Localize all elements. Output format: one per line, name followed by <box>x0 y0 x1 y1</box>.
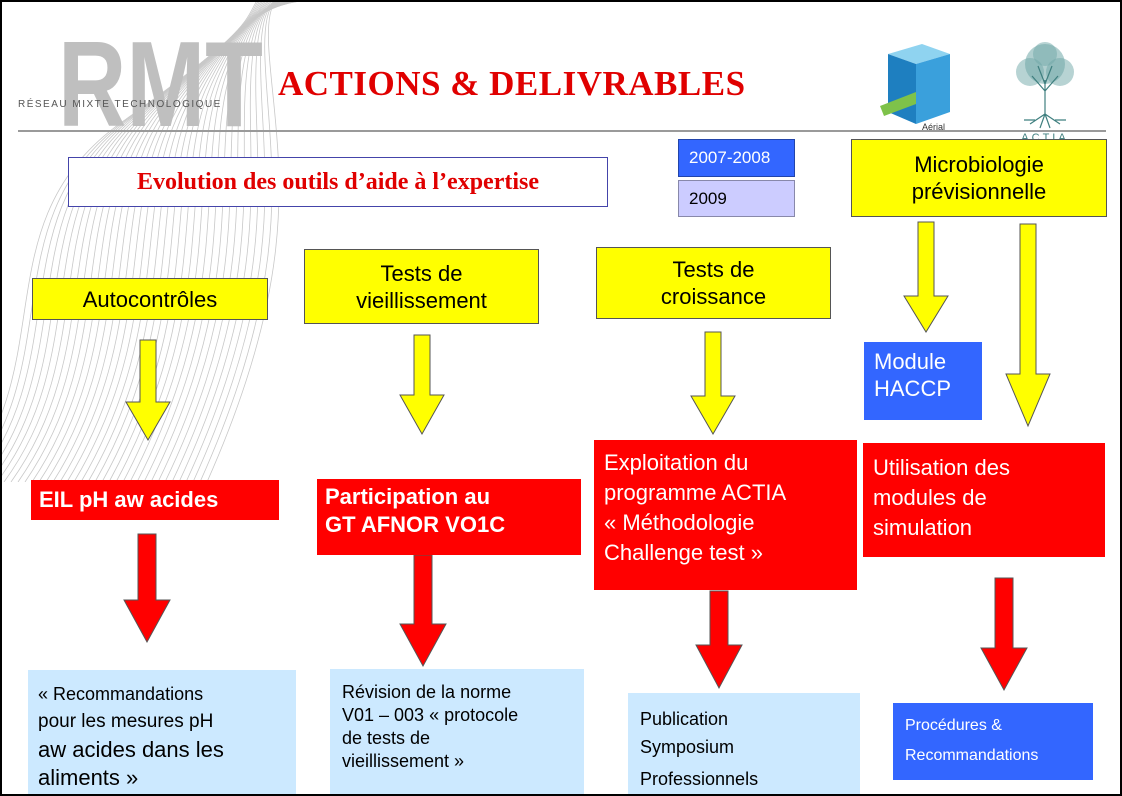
section-subtitle: Evolution des outils d’aide à l’expertis… <box>68 157 608 207</box>
publication-line-2: Symposium <box>640 737 735 757</box>
legend-2007-2008-label: 2007-2008 <box>689 148 771 167</box>
yellow-arrow-1 <box>125 339 171 441</box>
utilisation-line-2: modules de <box>873 485 987 510</box>
procedures-box: Procédures & Recommandations <box>893 703 1093 780</box>
recommandations-line-4: aliments » <box>38 765 139 790</box>
participation-gt-box: Participation au GT AFNOR VO1C <box>317 479 581 555</box>
exploitation-line-2: programme ACTIA <box>604 480 787 505</box>
rmt-logo: RMT <box>58 30 263 130</box>
red-arrow-1 <box>123 533 171 644</box>
utilisation-line-3: simulation <box>873 515 973 540</box>
module-haccp-line-2: HACCP <box>874 376 952 401</box>
yellow-arrow-4 <box>903 221 949 333</box>
module-haccp-line-1: Module <box>874 349 947 374</box>
recommandations-line-3: aw acides dans les <box>38 737 224 762</box>
participation-line-2: GT AFNOR VO1C <box>325 512 506 537</box>
yellow-arrow-2 <box>399 334 445 436</box>
rmt-logo-text: RMT <box>58 30 263 130</box>
yellow-arrow-3 <box>690 331 736 435</box>
red-arrow-4 <box>980 577 1028 692</box>
aerial-logo: Aérial <box>880 44 950 132</box>
participation-line-1: Participation au <box>325 484 491 509</box>
revision-norme-box: Révision de la norme V01 – 003 « protoco… <box>330 669 584 794</box>
exploitation-line-3: « Méthodologie <box>604 510 755 535</box>
exploitation-box: Exploitation du programme ACTIA « Méthod… <box>594 440 857 590</box>
publication-line-3: Professionnels <box>640 769 759 789</box>
red-arrow-2 <box>399 554 447 668</box>
utilisation-line-1: Utilisation des <box>873 455 1010 480</box>
exploitation-line-4: Challenge test » <box>604 540 763 565</box>
revision-line-3: de tests de <box>342 728 431 748</box>
publication-box: Publication Symposium Professionnels <box>628 693 860 794</box>
actia-tree-logo: ACTIA <box>1016 42 1074 144</box>
exploitation-line-1: Exploitation du <box>604 450 749 475</box>
procedures-line-2: Recommandations <box>905 747 1039 764</box>
tests-vieillissement-line-1: Tests de <box>380 260 463 286</box>
autocontroles-box: Autocontrôles <box>32 278 268 320</box>
publication-line-1: Publication <box>640 709 729 729</box>
tests-croissance-line-2: croissance <box>660 284 767 309</box>
procedures-line-1: Procédures & <box>905 717 1002 734</box>
tests-croissance-box: Tests de croissance <box>596 247 831 319</box>
revision-line-2: V01 – 003 « protocole <box>342 705 519 725</box>
recommandations-box: « Recommandations pour les mesures pH aw… <box>28 670 296 794</box>
yellow-arrow-5 <box>1005 223 1051 428</box>
microbiologie-line-1: Microbiologie <box>914 152 1044 177</box>
recommandations-line-1: « Recommandations <box>38 684 204 704</box>
svg-text:Aérial: Aérial <box>922 122 945 132</box>
legend-2009: 2009 <box>678 180 795 217</box>
microbiologie-box: Microbiologie prévisionnelle <box>851 139 1107 217</box>
utilisation-modules-box: Utilisation des modules de simulation <box>863 443 1105 557</box>
tests-vieillissement-box: Tests de vieillissement <box>304 249 539 324</box>
page-title: ACTIONS & DELIVRABLES <box>278 64 746 103</box>
revision-line-1: Révision de la norme <box>342 682 512 702</box>
module-haccp-box: Module HACCP <box>864 342 982 420</box>
legend-2009-label: 2009 <box>689 188 727 208</box>
recommandations-line-2: pour les mesures pH <box>38 711 214 732</box>
tests-croissance-line-1: Tests de <box>672 257 755 282</box>
eil-ph-box: EIL pH aw acides <box>31 480 279 520</box>
microbiologie-line-2: prévisionnelle <box>911 179 1047 204</box>
header-divider <box>18 130 1106 132</box>
rmt-logo-subtitle: RÉSEAU MIXTE TECHNOLOGIQUE <box>18 99 222 110</box>
legend-2007-2008: 2007-2008 <box>678 139 795 177</box>
tests-vieillissement-line-2: vieillissement <box>356 287 487 313</box>
red-arrow-3 <box>695 590 743 690</box>
revision-line-4: vieillissement » <box>342 751 465 771</box>
eil-ph-label: EIL pH aw acides <box>39 487 219 512</box>
autocontroles-label: Autocontrôles <box>82 286 218 312</box>
